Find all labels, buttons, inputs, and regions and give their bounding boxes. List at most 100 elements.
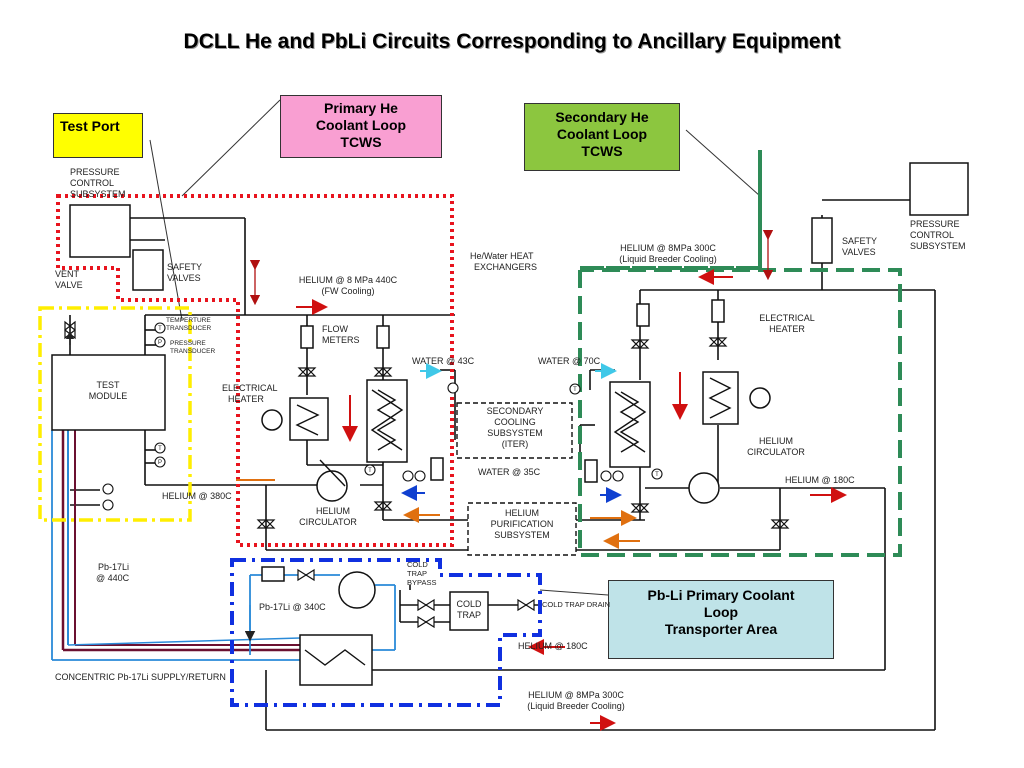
press-transducer-label: PRESSURE (170, 340, 206, 347)
cold-trap-bypass-label: BYPASS (407, 578, 436, 587)
helium-purification-label: HELIUM (505, 508, 539, 518)
flow-meter (261, 566, 285, 582)
test-module-label: TEST (96, 380, 120, 390)
safety-valves-label-right: VALVES (842, 247, 876, 257)
callout-line: Test Port (60, 118, 120, 134)
electrical-heater-label-right: HEATER (769, 324, 805, 334)
cold-trap-bypass-label: COLD (407, 560, 428, 569)
transducer-T: T (573, 387, 577, 393)
callout-line: Coolant Loop (315, 117, 407, 133)
flow-meter (300, 325, 314, 349)
electrical-heater-label-left: ELECTRICAL (222, 383, 278, 393)
callout-line: TCWS (581, 143, 623, 159)
safety-valves-left (132, 249, 164, 291)
pbli-loop-callout: Pb-Li Primary Coolant Loop Transporter A… (608, 580, 834, 659)
helium-lbc-label-bottom: (Liquid Breeder Cooling) (527, 701, 625, 711)
pressure-control-label-right: SUBSYSTEM (910, 241, 966, 251)
callout-line: Coolant Loop (556, 126, 648, 142)
helium-lbc-label-top: HELIUM @ 8MPa 300C (620, 243, 716, 253)
helium-purification-label: PURIFICATION (491, 519, 554, 529)
temp-transducer-label: TEMPERTURE (166, 317, 211, 324)
cold-trap-box (449, 591, 489, 631)
vent-valve-label: VALVE (55, 280, 83, 290)
callout-line: Transporter Area (664, 621, 778, 637)
helium-lbc-label-top: (Liquid Breeder Cooling) (619, 254, 717, 264)
heater-left-element (261, 409, 283, 431)
heater-right (702, 371, 739, 425)
test-module-label: MODULE (89, 391, 128, 401)
helium-fw-label: (FW Cooling) (321, 286, 374, 296)
electrical-heater-label-right: ELECTRICAL (759, 313, 815, 323)
flow-meters-label: FLOW (322, 324, 349, 334)
transducer-labels: T P T P T T T (158, 326, 659, 478)
heater-right-element (749, 387, 771, 409)
helium-180-label-bottom: HELIUM @ 180C (518, 641, 588, 651)
pb17li-440-label: @ 440C (96, 573, 130, 583)
pressure-control-box-left (69, 204, 131, 258)
helium-circulator-label-right: HELIUM (759, 436, 793, 446)
press-transducer-label: TRANSDUCER (170, 348, 215, 355)
safety-valves-label-left: VALVES (167, 273, 201, 283)
secondary-cooling-label: (ITER) (502, 439, 529, 449)
subsystem-boxes (456, 402, 577, 556)
safety-valves-label-left: SAFETY (167, 262, 202, 272)
flow-meter (584, 459, 598, 483)
callout-line: Primary He (324, 100, 398, 116)
pb17li-340-label: Pb-17Li @ 340C (259, 602, 326, 612)
helium-circulator-label-left: CIRCULATOR (299, 517, 357, 527)
transducer-P: P (158, 460, 162, 466)
pressure-control-box-right (909, 162, 969, 216)
water-43-label: WATER @ 43C (412, 356, 475, 366)
helium-circulator-right (688, 472, 720, 504)
pbli-piping (51, 430, 396, 661)
temp-transducer-label: TRANSDUCER (166, 325, 211, 332)
cold-trap-drain-label: COLD TRAP DRAIN (542, 600, 610, 609)
flow-meter (430, 457, 444, 481)
helium-circulator-label-left: HELIUM (316, 506, 350, 516)
callout-line: Secondary He (555, 109, 649, 125)
pressure-control-label-left: PRESSURE (70, 167, 120, 177)
cold-trap-label: TRAP (457, 610, 481, 620)
callout-line: Loop (703, 604, 739, 620)
safety-valves-label-right: SAFETY (842, 236, 877, 246)
transducer-T: T (655, 472, 659, 478)
vent-valve-label: VENT (55, 269, 80, 279)
transducer-T: T (158, 326, 162, 332)
helium-circulator-label-right: CIRCULATOR (747, 447, 805, 457)
secondary-cooling-label: COOLING (494, 417, 536, 427)
helium-circulator-left (316, 470, 348, 502)
helium-lbc-label-bottom: HELIUM @ 8MPa 300C (528, 690, 624, 700)
helium-purification-label: SUBSYSTEM (494, 530, 550, 540)
callout-line: Pb-Li Primary Coolant (647, 587, 795, 603)
helium-fw-label: HELIUM @ 8 MPa 440C (299, 275, 398, 285)
primary-loop-callout: Primary He Coolant Loop TCWS (280, 95, 442, 158)
concentric-label: CONCENTRIC Pb-17Li SUPPLY/RETURN (55, 672, 226, 682)
pb17li-440-label: Pb-17Li (98, 562, 129, 572)
secondary-cooling-label: SECONDARY (487, 406, 544, 416)
transducers (102, 322, 663, 511)
flow-arrows (65, 229, 847, 731)
secondary-loop-callout: Secondary He Coolant Loop TCWS (524, 103, 680, 171)
he-water-hx-right (609, 381, 651, 468)
secondary-cooling-label: SUBSYSTEM (487, 428, 543, 438)
water-35-label: WATER @ 35C (478, 467, 541, 477)
test-port-callout: Test Port (53, 113, 143, 158)
transducer-T: T (368, 468, 372, 474)
flow-meter (711, 299, 725, 323)
transducer-T: T (158, 446, 162, 452)
cold-trap-label: COLD (456, 599, 482, 609)
callout-leaders (149, 99, 761, 596)
callout-line: TCWS (340, 134, 382, 150)
flow-meter (636, 303, 650, 327)
cold-trap-bypass-label: TRAP (407, 569, 427, 578)
electrical-heater-label-left: HEATER (228, 394, 264, 404)
helium-380-label: HELIUM @ 380C (162, 491, 232, 501)
safety-valves-right (811, 217, 833, 264)
diagram-title: DCLL He and PbLi Circuits Corresponding … (183, 30, 841, 53)
test-module-box (51, 354, 166, 431)
pbli-he-hx (299, 634, 373, 686)
pressure-control-label-right: PRESSURE (910, 219, 960, 229)
water-70-label: WATER @ 70C (538, 356, 601, 366)
he-water-hx-label: He/Water HEAT (470, 251, 534, 261)
